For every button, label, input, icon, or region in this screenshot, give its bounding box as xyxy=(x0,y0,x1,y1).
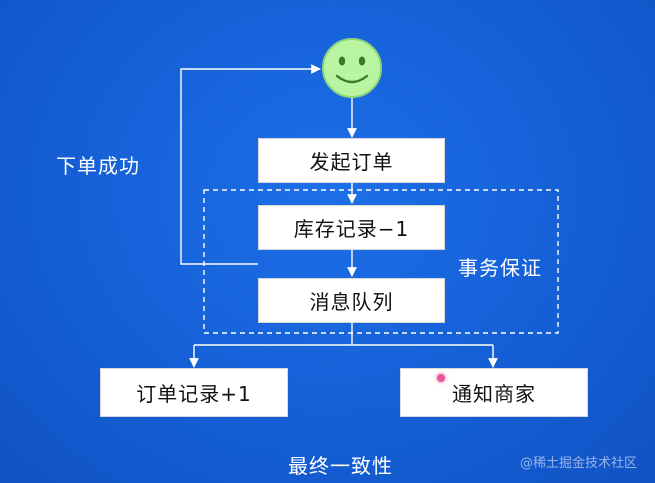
label-eventual-consistency: 最终一致性 xyxy=(288,454,393,478)
node-order-record: 订单记录+1 xyxy=(100,368,288,417)
smiley-face-icon xyxy=(322,38,382,98)
label-order-success: 下单成功 xyxy=(56,154,140,178)
node-start-order: 发起订单 xyxy=(258,138,445,183)
node-inventory-record: 库存记录−1 xyxy=(258,205,445,250)
arrow-success-loop xyxy=(180,64,321,265)
label-transaction-guarantee: 事务保证 xyxy=(458,256,542,280)
transaction-boundary xyxy=(203,189,559,334)
node-message-queue: 消息队列 xyxy=(258,278,445,323)
watermark-text: @稀土掘金技术社区 xyxy=(520,456,638,471)
node-notify-merchant: 通知商家 xyxy=(400,368,588,417)
cursor-pointer-indicator xyxy=(437,374,445,382)
